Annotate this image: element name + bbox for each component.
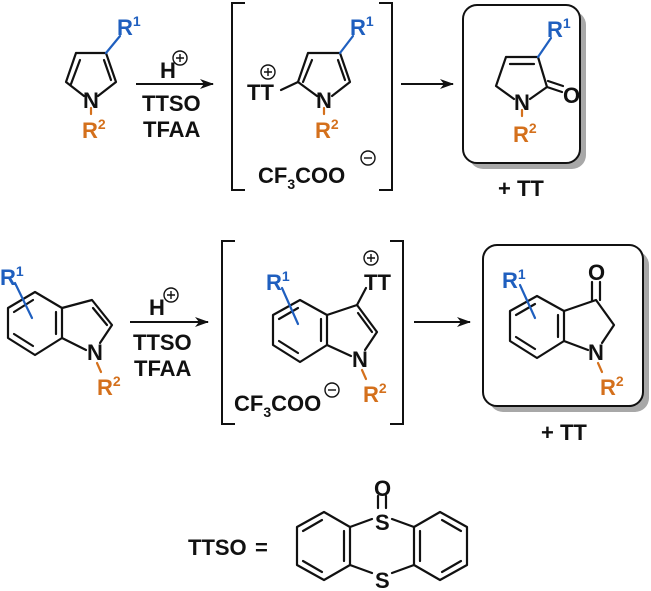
ttso-name: TTSO bbox=[188, 535, 247, 560]
counterion-label: CF3COO bbox=[258, 163, 345, 192]
r1-label: R1 bbox=[0, 263, 24, 290]
left-bracket bbox=[221, 240, 235, 425]
acid-label: H bbox=[149, 295, 165, 320]
left-bracket bbox=[231, 2, 245, 191]
thioether-sulfur-label: S bbox=[375, 568, 390, 591]
tt-cation-label: TT bbox=[247, 80, 274, 105]
oxygen-label: O bbox=[563, 83, 580, 108]
product-1: N O R1 R2 + TT bbox=[462, 4, 586, 201]
reagent-tfaa: TFAA bbox=[143, 117, 201, 142]
nitrogen-label: N bbox=[87, 340, 103, 365]
reaction-arrow-3: H TTSO TFAA bbox=[130, 287, 209, 381]
intermediate-2: N TT R1 R2 CF3COO bbox=[221, 240, 404, 425]
reagent-tfaa: TFAA bbox=[134, 356, 192, 381]
ttso-definition: TTSO = O S S bbox=[188, 476, 469, 591]
oxygen-label: O bbox=[588, 260, 605, 285]
intermediate-1: N TT R1 R2 CF3COO bbox=[231, 2, 393, 192]
equals-sign: = bbox=[255, 535, 268, 560]
r1-label: R1 bbox=[266, 268, 290, 295]
r2-label: R2 bbox=[97, 373, 121, 400]
pyrrole-substrate: N R1 R2 bbox=[64, 13, 141, 143]
reagent-ttso: TTSO bbox=[142, 91, 201, 116]
r2-label: R2 bbox=[82, 116, 106, 143]
oxygen-label: O bbox=[374, 476, 391, 501]
nitrogen-label: N bbox=[352, 347, 368, 372]
nitrogen-label: N bbox=[316, 88, 332, 113]
acid-label: H bbox=[160, 58, 176, 83]
right-bracket bbox=[379, 2, 393, 191]
r2-label: R2 bbox=[600, 373, 624, 400]
byproduct-label: + TT bbox=[498, 176, 544, 201]
reaction-arrow-1: H TTSO TFAA bbox=[136, 50, 214, 142]
product-box bbox=[462, 4, 581, 164]
reagent-ttso: TTSO bbox=[133, 330, 192, 355]
r2-label: R2 bbox=[513, 120, 537, 147]
r1-label: R1 bbox=[547, 15, 571, 42]
sulfoxide-sulfur-label: S bbox=[375, 510, 390, 535]
byproduct-label: + TT bbox=[541, 420, 587, 445]
r2-label: R2 bbox=[363, 380, 387, 407]
nitrogen-label: N bbox=[514, 90, 530, 115]
right-bracket bbox=[390, 240, 404, 425]
indole-substrate: N R1 R2 bbox=[0, 263, 121, 400]
product-2: O N R1 R2 + TT bbox=[482, 244, 649, 445]
r1-label: R1 bbox=[350, 13, 374, 40]
nitrogen-label: N bbox=[83, 88, 99, 113]
r1-label: R1 bbox=[117, 13, 141, 40]
r2-label: R2 bbox=[315, 116, 339, 143]
r1-label: R1 bbox=[502, 266, 526, 293]
nitrogen-label: N bbox=[588, 340, 604, 365]
tt-cation-label: TT bbox=[364, 270, 391, 295]
counterion-label: CF3COO bbox=[234, 391, 321, 420]
